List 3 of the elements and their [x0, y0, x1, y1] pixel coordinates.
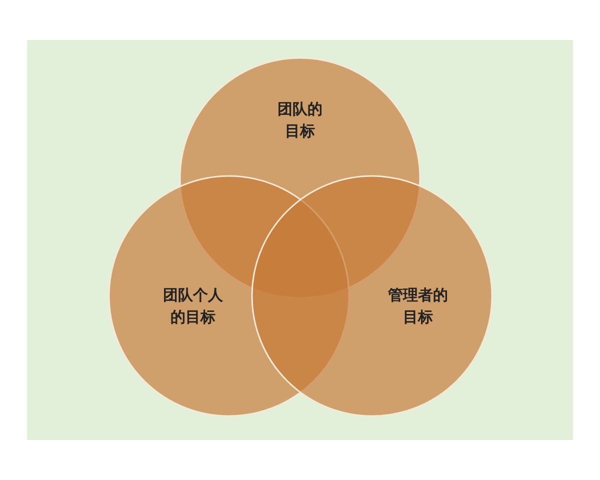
circle-label: 管理者的目标 — [387, 285, 449, 328]
circle-label: 团队的目标 — [276, 99, 324, 142]
circle-label: 团队个人的目标 — [162, 285, 224, 328]
